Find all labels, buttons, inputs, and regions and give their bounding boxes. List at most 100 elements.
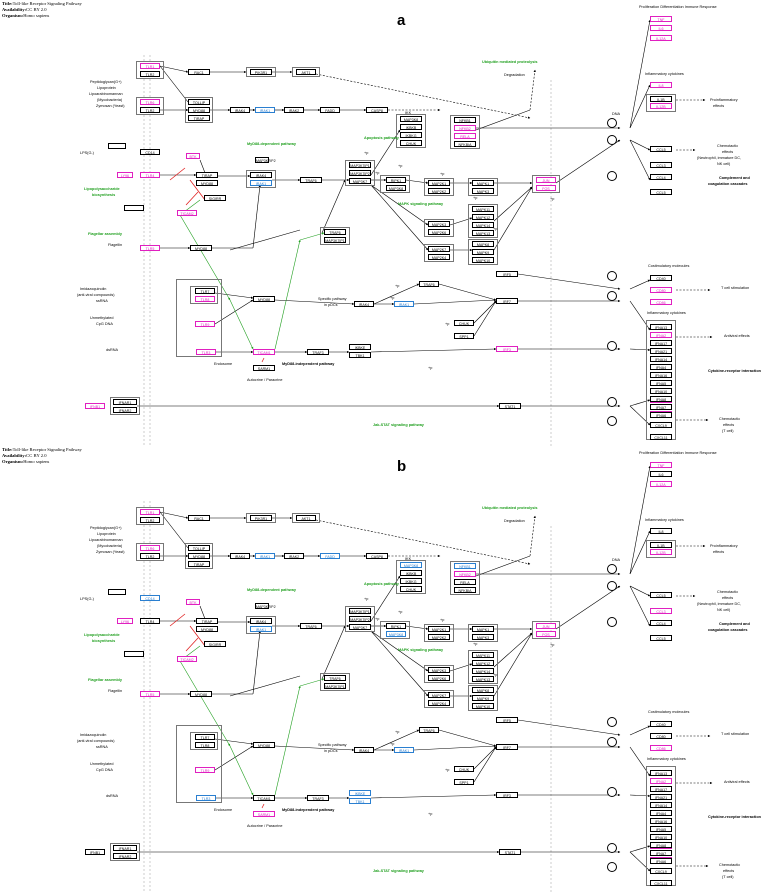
gene-box-mapk9[interactable]: MAPK9 [472,249,494,255]
gene-box-nfkb1[interactable]: NFKB1 [454,563,476,569]
gene-box-fos[interactable]: FOS [536,185,556,191]
gene-box-cd86[interactable]: CD86 [650,745,672,751]
gene-box-il12[interactable]: IL12A [650,481,672,487]
gene-box-tlr4[interactable]: TLR4 [140,172,160,178]
gene-box-ifna[interactable]: IFNA16 [650,372,672,378]
gene-box-chuk[interactable]: CHUK [400,586,422,592]
gene-box-ifna[interactable]: IFNA8 [650,396,672,402]
gene-box-irf3[interactable]: IRF3 [496,792,518,798]
gene-box-ikbkg[interactable]: IKBKG [400,578,422,584]
gene-box-pi3k[interactable]: PIK3R1 [250,515,272,521]
gene-box-myd88[interactable]: MYD88 [190,691,212,697]
gene-box-tlr8[interactable]: TLR8 [195,742,215,748]
gene-box-myd88[interactable]: MYD88 [253,296,275,302]
gene-box-ifnar2[interactable]: IFNAR2 [113,853,137,859]
gene-box-myd88[interactable]: MYD88 [196,626,218,632]
gene-box-sarm1[interactable]: SARM1 [253,811,275,817]
gene-box-ifna[interactable]: IFNA17 [650,786,672,792]
gene-box-ticam1[interactable]: TICAM1 [253,795,275,801]
gene-box-map2k4[interactable]: MAP2K4 [428,254,450,260]
gene-box-fadd[interactable]: FADD [320,553,340,559]
gene-box-traf6[interactable]: TRAF6 [324,675,346,681]
gene-box-akt[interactable]: AKT1 [296,515,316,521]
gene-box-ifna[interactable]: IFNA16 [650,818,672,824]
gene-box-chuk[interactable]: CHUK [454,320,474,326]
gene-box-tlr9[interactable]: TLR9 [195,767,215,773]
diagram-label[interactable]: MAPK signaling pathway [398,202,444,206]
gene-box-ikbke[interactable]: IKBKE [349,790,371,796]
gene-box-tnf[interactable]: TNF [650,16,672,22]
gene-box-tbk1[interactable]: TBK1 [349,352,371,358]
gene-box-il8[interactable]: IL8 [650,82,672,88]
gene-box-map2k7[interactable]: MAP2K7 [428,692,450,698]
gene-box-ripk1[interactable]: RIPK1 [386,623,406,629]
gene-box-tlr1[interactable]: TLR1 [140,509,160,515]
gene-box-il1b[interactable]: IL1B [650,96,672,102]
gene-box-irak1[interactable]: IRAK1 [255,107,275,113]
gene-box-irak4[interactable]: IRAK4 [230,107,250,113]
gene-box-ticam2[interactable]: TICAM2 [177,210,197,216]
gene-box-akt[interactable]: AKT1 [296,69,316,75]
diagram-label[interactable]: MyD88-dependent pathway [247,588,296,592]
gene-box-ikbke[interactable]: IKBKE [349,344,371,350]
gene-box-ikbkb[interactable]: IKBKB [400,570,422,576]
diagram-label[interactable]: Apoptosis pathway [364,136,399,140]
gene-box-irak2[interactable]: IRAK2 [284,107,304,113]
gene-box-ifna[interactable]: IFNA6 [650,858,672,864]
gene-box-fadd[interactable]: FADD [320,107,340,113]
gene-box-cd80[interactable]: CD80 [650,287,672,293]
gene-box-tab1[interactable]: MAP3K7IP1 [324,683,346,689]
gene-box-ccl4[interactable]: CCL4 [650,174,672,180]
gene-box-tlr3[interactable]: TLR3 [196,349,216,355]
gene-box-ifnb1[interactable]: IFNB1 [85,403,105,409]
gene-box-mapk3[interactable]: MAPK3 [472,634,494,640]
gene-box-lbp[interactable] [108,143,126,149]
gene-box-tlr5[interactable]: TLR5 [140,691,160,697]
gene-box-cd80[interactable]: CD80 [650,733,672,739]
gene-box-tlr1[interactable]: TLR1 [140,63,160,69]
gene-box-jun[interactable]: JUN [536,623,556,629]
gene-box-mapk3[interactable]: MAPK3 [472,188,494,194]
diagram-label[interactable]: Apoptosis pathway [364,582,399,586]
gene-box-sigirr[interactable]: SIGIRR [204,641,226,647]
gene-box-ifna[interactable]: IFNA21 [650,348,672,354]
gene-box-il12b[interactable]: IL12B [650,549,672,555]
gene-box-traf6[interactable]: TRAF6 [300,177,322,183]
gene-box-irak1[interactable]: IRAK1 [250,626,272,632]
gene-box-ifna[interactable]: IFNA10 [650,388,672,394]
gene-box-map2k2[interactable]: MAP2K2 [428,634,450,640]
gene-box-ifnar1[interactable]: IFNAR1 [113,399,137,405]
gene-box-irak4[interactable]: IRAK4 [354,301,374,307]
diagram-label[interactable]: Ubiquitin mediated proteolysis [482,506,538,510]
gene-box-ifnar1[interactable]: IFNAR1 [113,845,137,851]
gene-box-map3k8[interactable]: MAP3K8 [386,185,406,191]
gene-box-chuk[interactable]: CHUK [400,140,422,146]
gene-box-il6[interactable]: IL6 [650,25,672,31]
gene-box-irak4[interactable]: IRAK4 [230,553,250,559]
gene-box-map2k3[interactable]: MAP2K3 [428,667,450,673]
gene-box-tlr6[interactable]: TLR6 [140,545,160,551]
gene-box-pi3k[interactable]: PIK3R1 [250,69,272,75]
gene-box-mapk9[interactable]: MAPK9 [472,695,494,701]
gene-box-myd88[interactable]: MYD88 [188,107,210,113]
gene-box-tlr6[interactable]: TLR6 [140,99,160,105]
gene-box-map2k6[interactable]: MAP2K6 [428,229,450,235]
gene-box-nfkb2[interactable]: NFKB2 [454,125,476,131]
gene-box-cd40[interactable]: CD40 [650,275,672,281]
gene-box-myd88[interactable]: MYD88 [190,245,212,251]
diagram-label[interactable]: Jak-STAT signaling pathway [373,423,424,427]
gene-box-tirap[interactable]: TIRAP [196,172,218,178]
gene-box-ifna[interactable]: IFNA6 [650,412,672,418]
gene-box-map3k8[interactable]: MAP3K8 [386,631,406,637]
gene-box-ticam2[interactable]: TICAM2 [177,656,197,662]
gene-box-map2k3[interactable]: MAP2K3 [428,221,450,227]
gene-box-ifna[interactable]: IFNA8 [650,842,672,848]
gene-box-casp8[interactable]: CASP8 [366,107,388,113]
gene-box-mapk12[interactable]: MAPK12 [472,660,494,666]
gene-box-irf7[interactable]: IRF7 [496,298,518,304]
gene-box-cd14[interactable]: CD14 [140,149,160,155]
gene-box-sarm1[interactable]: SARM1 [253,365,275,371]
gene-box-ifna[interactable]: IFNA5 [650,380,672,386]
gene-box-tab2[interactable]: MAP3K7IP2 [349,616,371,622]
gene-box-map2k4[interactable]: MAP2K4 [428,700,450,706]
